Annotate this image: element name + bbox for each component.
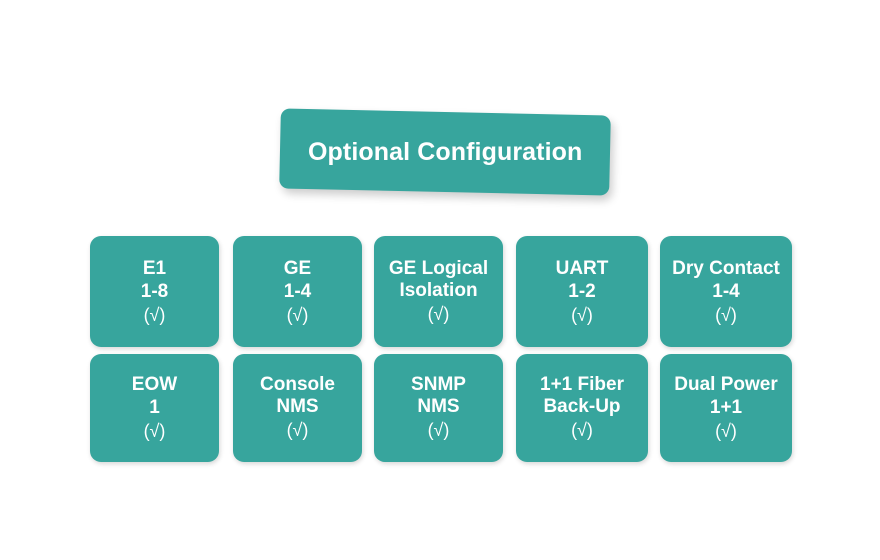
option-card-range: 1-4 <box>712 280 740 302</box>
option-card-label: EOW <box>131 374 178 395</box>
option-card-label: UART <box>555 257 609 279</box>
option-card-check-icon: (√) <box>286 420 309 440</box>
option-card-label: SNMP <box>411 374 466 395</box>
option-card-range: 1 <box>149 397 160 418</box>
option-card-range: 1-2 <box>568 280 596 302</box>
option-card-label-line2: NMS <box>417 396 460 417</box>
option-card-check-icon: (√) <box>143 304 166 325</box>
option-card-check-icon: (√) <box>715 421 737 441</box>
option-card-check-icon: (√) <box>571 420 593 440</box>
option-card-label: Console <box>260 374 335 395</box>
option-card-label: GE <box>283 257 312 279</box>
option-card-check-icon: (√) <box>715 304 737 325</box>
option-card-check-icon: (√) <box>143 421 166 441</box>
option-card-range: 1-8 <box>140 280 169 302</box>
option-card-check-icon: (√) <box>286 304 309 325</box>
option-card-label-line2: Isolation <box>399 279 478 301</box>
option-card-label: Dry Contact <box>672 257 780 279</box>
option-card-label-line2: Back-Up <box>543 396 621 417</box>
option-card-check-icon: (√) <box>427 303 450 324</box>
option-card-range: 1+1 <box>709 397 743 418</box>
option-card-range: 1-4 <box>283 280 312 302</box>
option-card-label: GE Logical <box>388 257 489 279</box>
option-card-label: 1+1 Fiber <box>540 374 624 395</box>
option-card-check-icon: (√) <box>571 304 593 325</box>
option-card-label-line2: NMS <box>276 396 319 417</box>
option-card-label: E1 <box>142 257 167 279</box>
option-card-label: Dual Power <box>674 374 778 395</box>
option-card-check-icon: (√) <box>427 420 450 440</box>
